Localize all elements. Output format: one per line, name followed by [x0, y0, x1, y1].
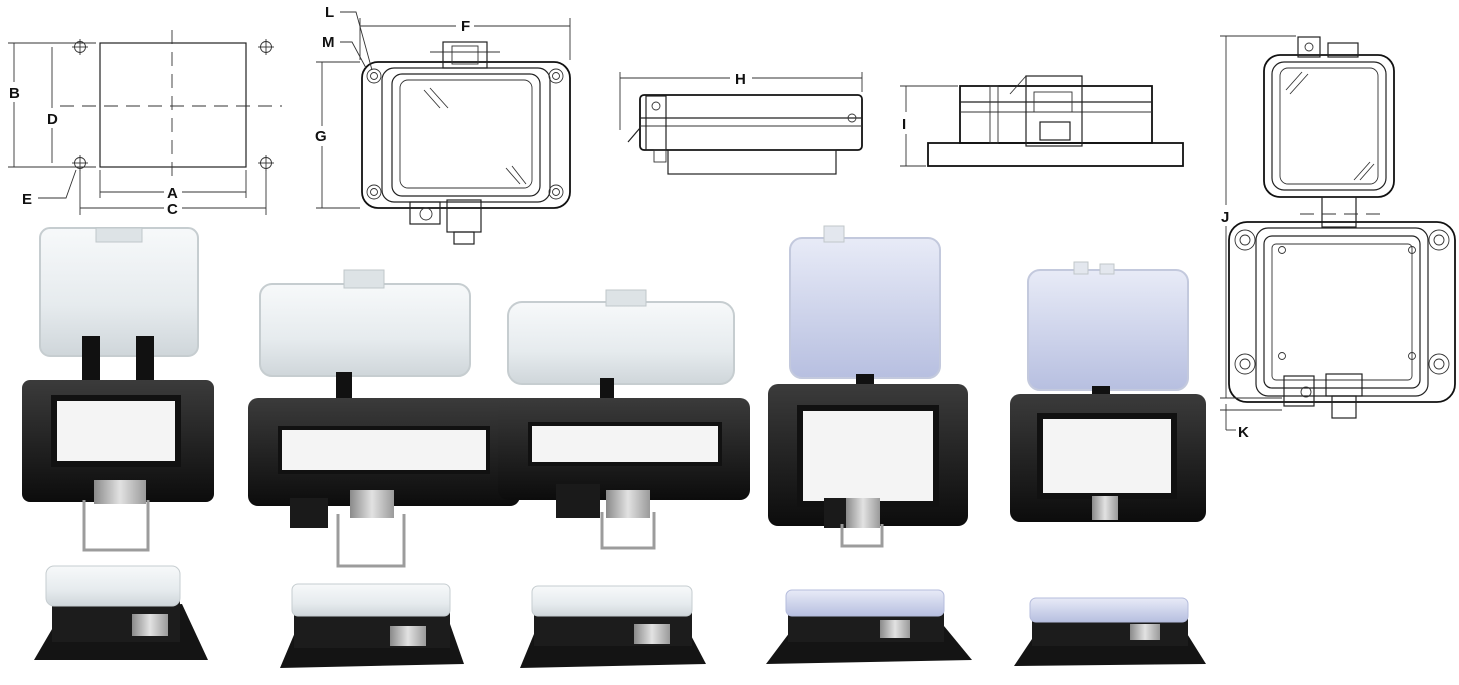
dimension-label-k: K — [1238, 424, 1249, 441]
dimension-label-g: G — [315, 128, 327, 145]
top-view-drawing — [316, 11, 571, 245]
dimension-label-d: D — [47, 111, 58, 128]
side-view-i-drawing — [900, 75, 1184, 167]
dimension-label-m: M — [322, 34, 335, 51]
dimension-label-b: B — [9, 85, 20, 102]
open-enclosure-photo-5 — [1010, 261, 1206, 522]
dimension-label-e: E — [22, 191, 32, 208]
dimension-label-c: C — [167, 201, 178, 218]
dimension-label-h: H — [735, 71, 746, 88]
open-enclosure-photo-2 — [248, 269, 520, 568]
open-enclosure-photo-4 — [768, 225, 968, 548]
open-enclosure-photo-1 — [22, 227, 214, 552]
closed-enclosure-photo-3 — [520, 585, 706, 668]
dimension-label-i: I — [902, 116, 906, 133]
dimension-label-l: L — [325, 4, 334, 21]
dimension-label-a: A — [167, 185, 178, 202]
closed-enclosure-photo-2 — [280, 583, 464, 668]
open-enclosure-photo-3 — [498, 289, 750, 550]
side-view-h-drawing — [619, 72, 863, 175]
closed-enclosure-photo-5 — [1014, 597, 1206, 666]
closed-enclosure-photo-4 — [766, 589, 972, 664]
closed-enclosure-photo-1 — [34, 565, 208, 660]
cutout-drawing — [8, 30, 282, 215]
dimension-label-j: J — [1221, 209, 1229, 226]
open-front-view-drawing — [1220, 35, 1456, 431]
dimension-label-f: F — [461, 18, 470, 35]
